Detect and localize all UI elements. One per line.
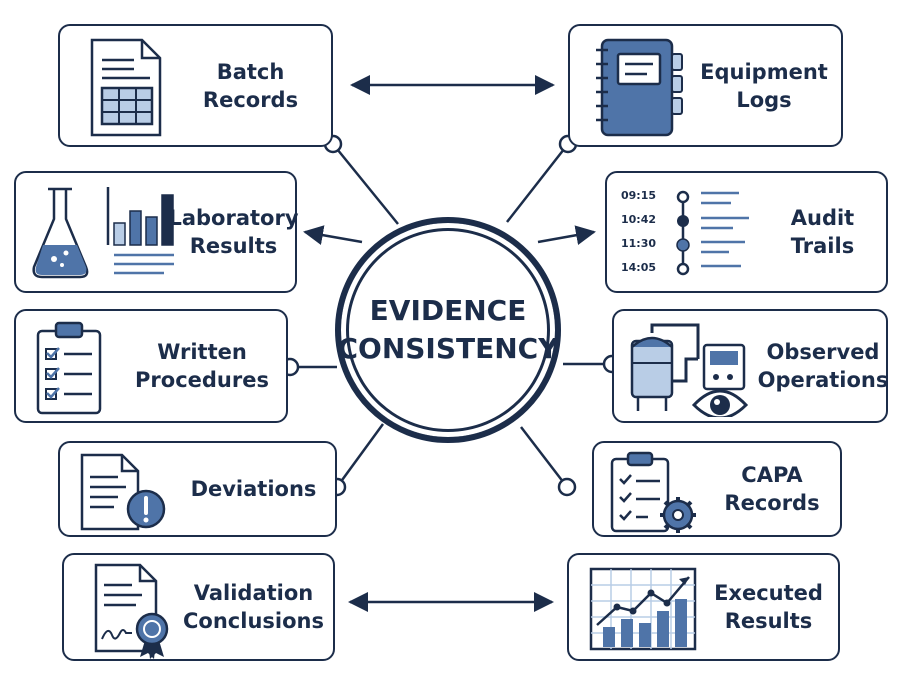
card-label: Deviations: [180, 443, 327, 535]
node-capa: [557, 477, 577, 497]
label-line1: Equipment: [700, 59, 828, 84]
card-deviations: Deviations: [58, 441, 337, 537]
card-equipment-logs: Equipment Logs: [568, 24, 843, 147]
connector-batch: [332, 143, 399, 225]
label-line1: Batch: [216, 59, 285, 84]
card-capa-records: CAPA Records: [592, 441, 842, 537]
label-line2: Records: [202, 87, 299, 112]
label-line1: Validation: [193, 581, 314, 605]
timestamp-2: 10:42: [621, 213, 657, 226]
label-line2: Conclusions: [183, 609, 324, 633]
connector-capa: [520, 426, 568, 488]
card-executed-results: Executed Results: [567, 553, 840, 661]
card-validation-conclusions: Validation Conclusions: [62, 553, 335, 661]
card-label: Validation Conclusions: [180, 555, 327, 659]
clipboard-checklist-icon: [36, 321, 102, 415]
card-audit-trails: 09:15 10:42 11:30 14:05 Audit Trails: [605, 171, 888, 293]
timestamp-3: 11:30: [621, 237, 657, 250]
line-bar-chart-icon: [589, 567, 697, 651]
card-label: Equipment Logs: [695, 26, 833, 145]
card-laboratory-results: Laboratory Results: [14, 171, 299, 293]
label-line2: Operations: [757, 368, 889, 392]
label-line2: Results: [724, 609, 813, 633]
label-line1: Deviations: [190, 477, 317, 501]
card-observed-operations: Observed Operations: [612, 309, 888, 423]
logbook-icon: [596, 38, 683, 137]
card-label: Observed Operations: [758, 311, 889, 421]
label-line2: Procedures: [135, 368, 269, 392]
arrow-to-audit: [537, 225, 596, 246]
label-line2: Trails: [790, 234, 855, 258]
equipment-eye-icon: [630, 323, 749, 417]
label-line1: Audit: [790, 206, 855, 230]
card-label: CAPA Records: [710, 443, 834, 535]
label-line1: Observed: [766, 340, 880, 364]
card-label: Laboratory Results: [168, 173, 298, 291]
label-line1: Laboratory: [168, 206, 299, 230]
label-line1: CAPA: [741, 463, 803, 487]
timestamp-4: 14:05: [621, 261, 657, 274]
timeline-icon: 09:15 10:42 11:30 14:05: [621, 185, 771, 281]
timestamp-1: 09:15: [621, 189, 657, 202]
connector-deviations: [335, 423, 385, 488]
card-label: Batch Records: [178, 26, 323, 145]
card-written-procedures: Written Procedures: [14, 309, 288, 423]
card-label: Audit Trails: [767, 173, 878, 291]
hub-title-line1: EVIDENCE: [369, 294, 527, 327]
arrow-to-laboratory: [303, 225, 363, 245]
flask-chart-icon: [32, 187, 174, 279]
document-table-icon: [90, 38, 162, 137]
certificate-icon: [94, 563, 169, 659]
central-hub: EVIDENCE CONSISTENCY: [335, 217, 561, 443]
label-line1: Written: [157, 340, 247, 364]
label-line2: Logs: [736, 87, 792, 112]
card-batch-records: Batch Records: [58, 24, 333, 147]
label-line2: Results: [189, 234, 278, 258]
label-line2: Records: [724, 491, 820, 515]
card-label: Executed Results: [705, 555, 832, 659]
hub-title-line2: CONSISTENCY: [337, 332, 559, 365]
connector-equipment: [506, 143, 569, 223]
document-alert-icon: [80, 453, 166, 531]
hub-title: EVIDENCE CONSISTENCY: [337, 223, 558, 437]
clipboard-gear-icon: [610, 451, 696, 533]
label-line1: Executed: [714, 581, 823, 605]
card-label: Written Procedures: [126, 311, 278, 421]
